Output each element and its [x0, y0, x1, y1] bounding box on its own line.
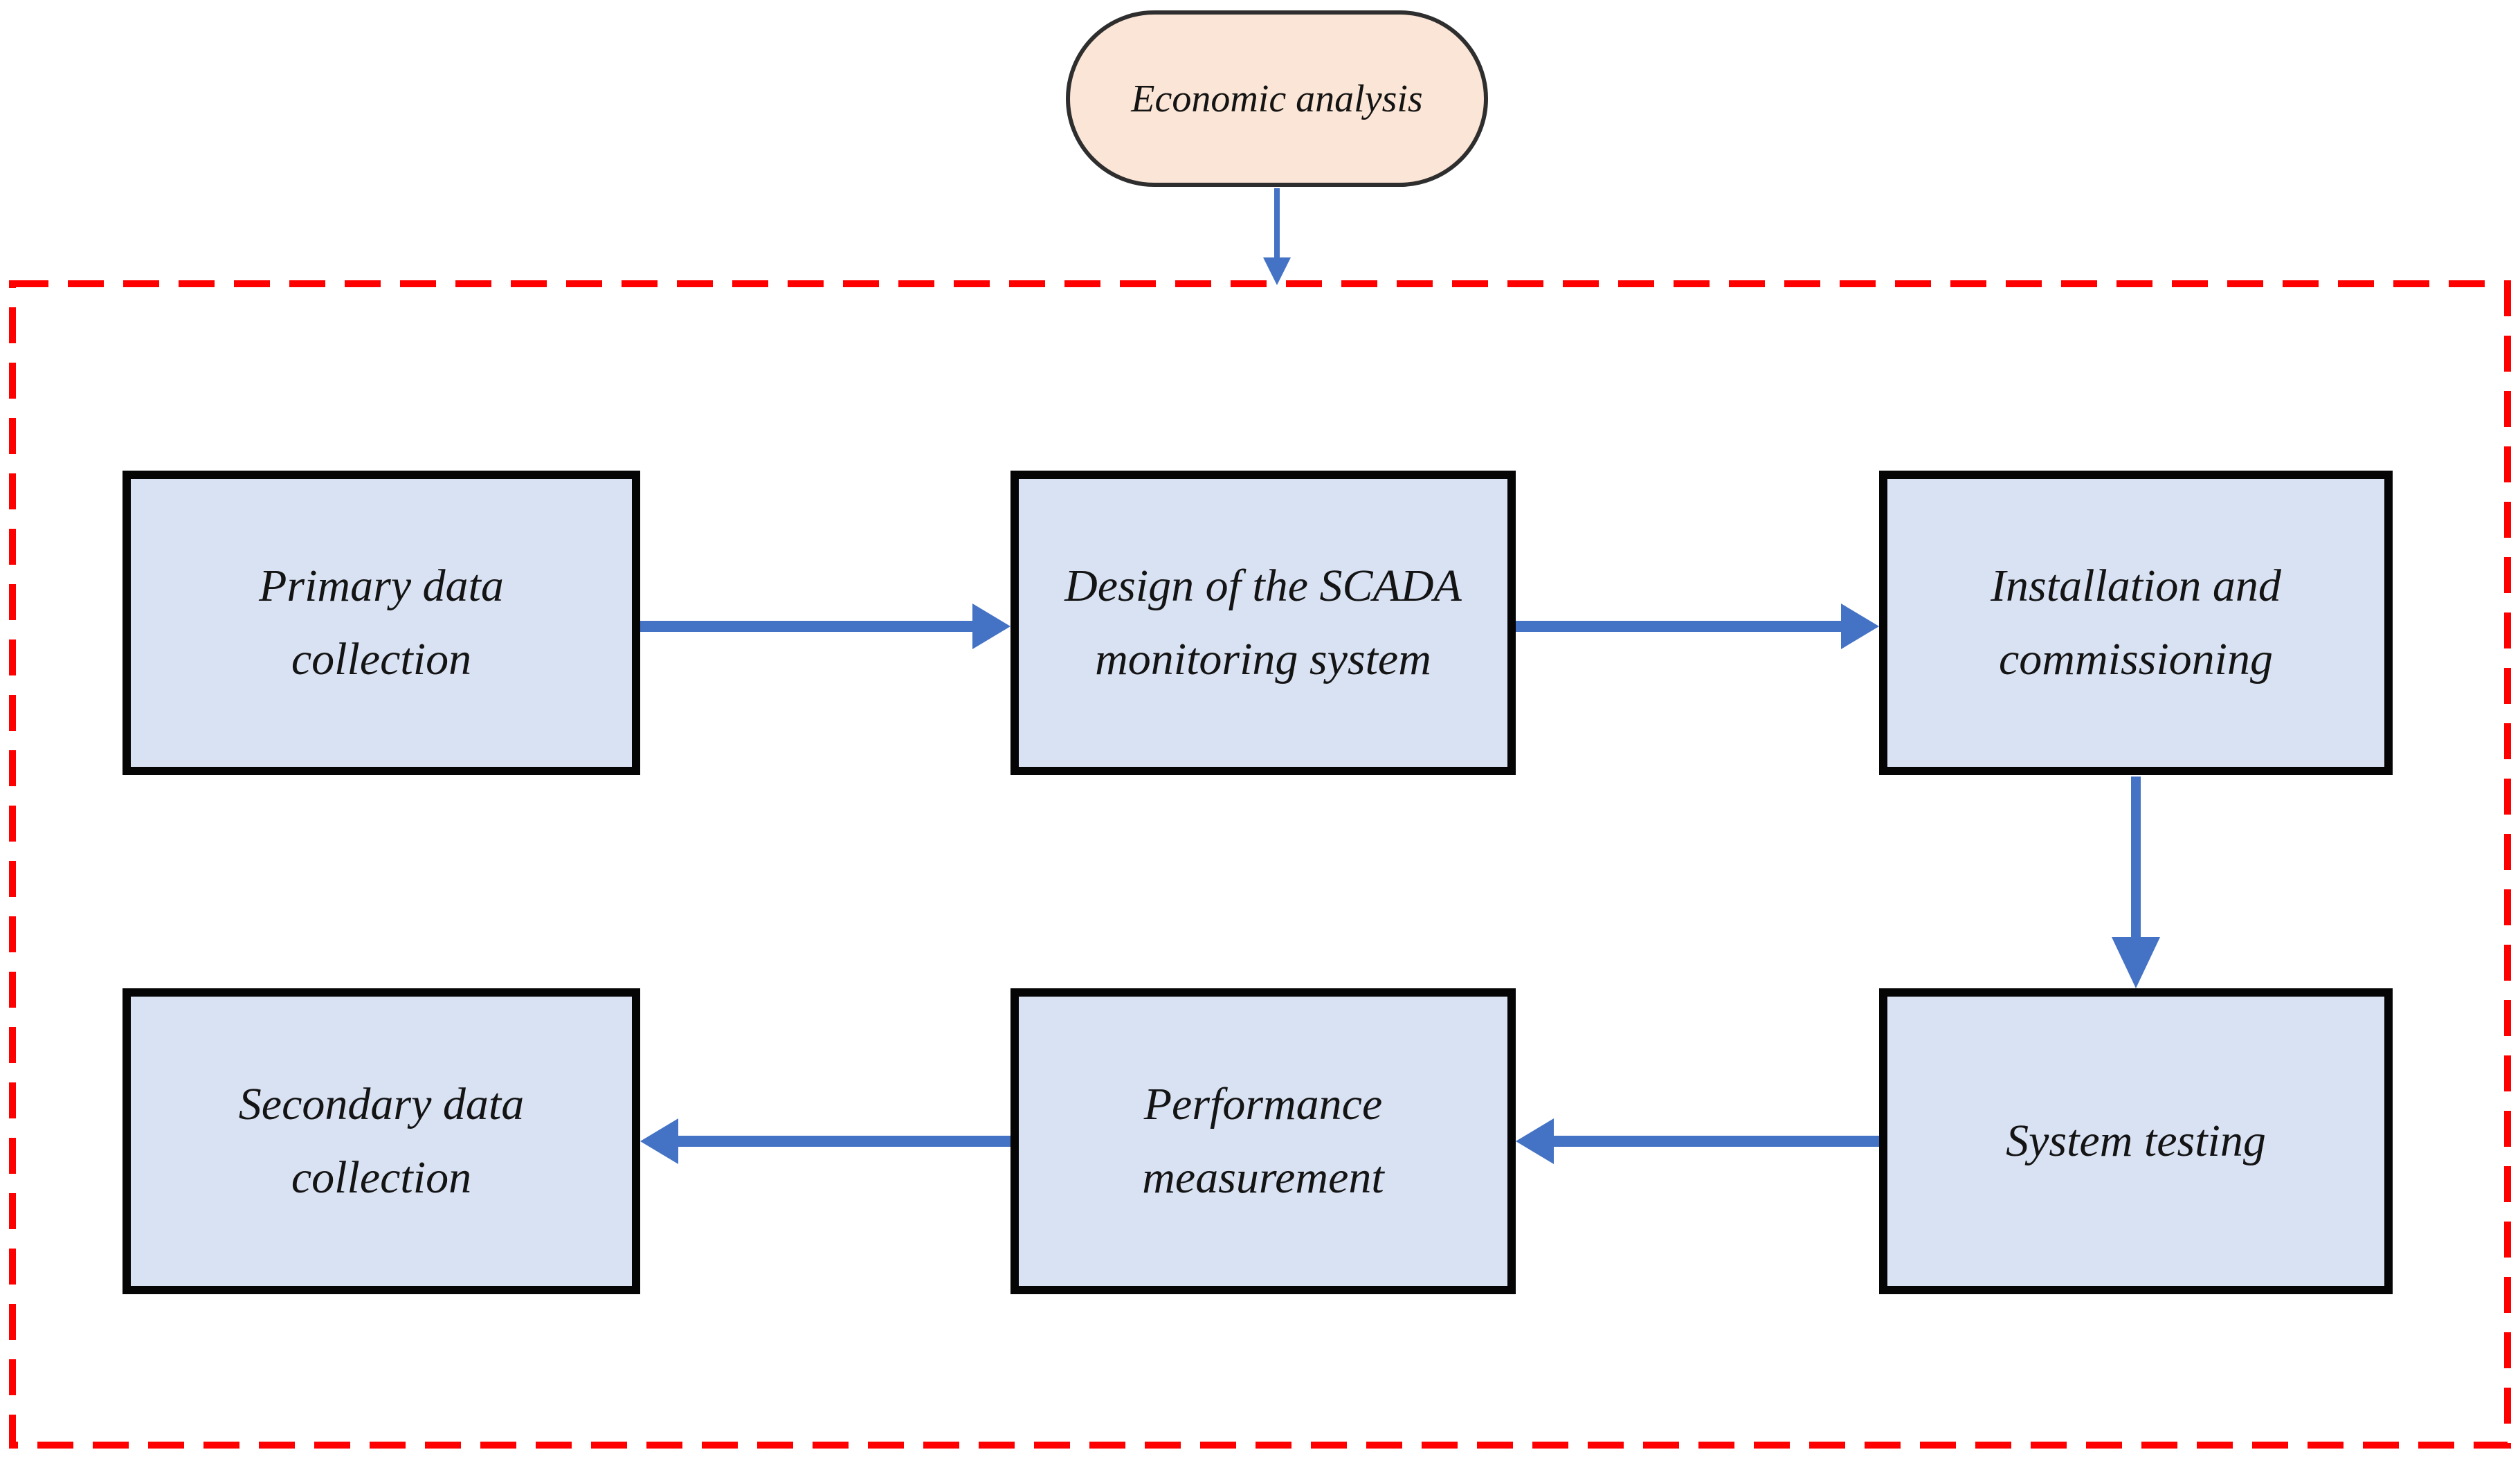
- right-arrow-icon: [640, 604, 1010, 649]
- right-arrow-icon: [1516, 604, 1879, 649]
- node-label: Installation and commissioning: [1991, 561, 2281, 684]
- node-primary-data-collection: Primary data collection: [123, 471, 640, 775]
- node-system-testing: System testing: [1879, 988, 2393, 1294]
- down-arrow-icon: [1263, 188, 1291, 285]
- node-label: Economic analysis: [1131, 77, 1423, 120]
- node-design-scada-monitoring: Design of the SCADA monitoring system: [1010, 471, 1516, 775]
- down-arrow-icon: [2112, 777, 2160, 988]
- node-secondary-data-collection: Secondary data collection: [123, 988, 640, 1294]
- node-installation-commissioning: Installation and commissioning: [1879, 471, 2393, 775]
- node-label: Primary data collection: [259, 561, 504, 684]
- node-label: Performance measurement: [1142, 1079, 1384, 1203]
- dashed-boundary: [9, 280, 2511, 1449]
- node-label: Design of the SCADA monitoring system: [1064, 561, 1462, 684]
- left-arrow-icon: [1516, 1118, 1879, 1164]
- node-economic-analysis: Economic analysis: [1066, 10, 1488, 187]
- left-arrow-icon: [640, 1118, 1010, 1164]
- node-label: Secondary data collection: [238, 1079, 525, 1203]
- node-label: System testing: [2006, 1116, 2266, 1167]
- node-performance-measurement: Performance measurement: [1010, 988, 1516, 1294]
